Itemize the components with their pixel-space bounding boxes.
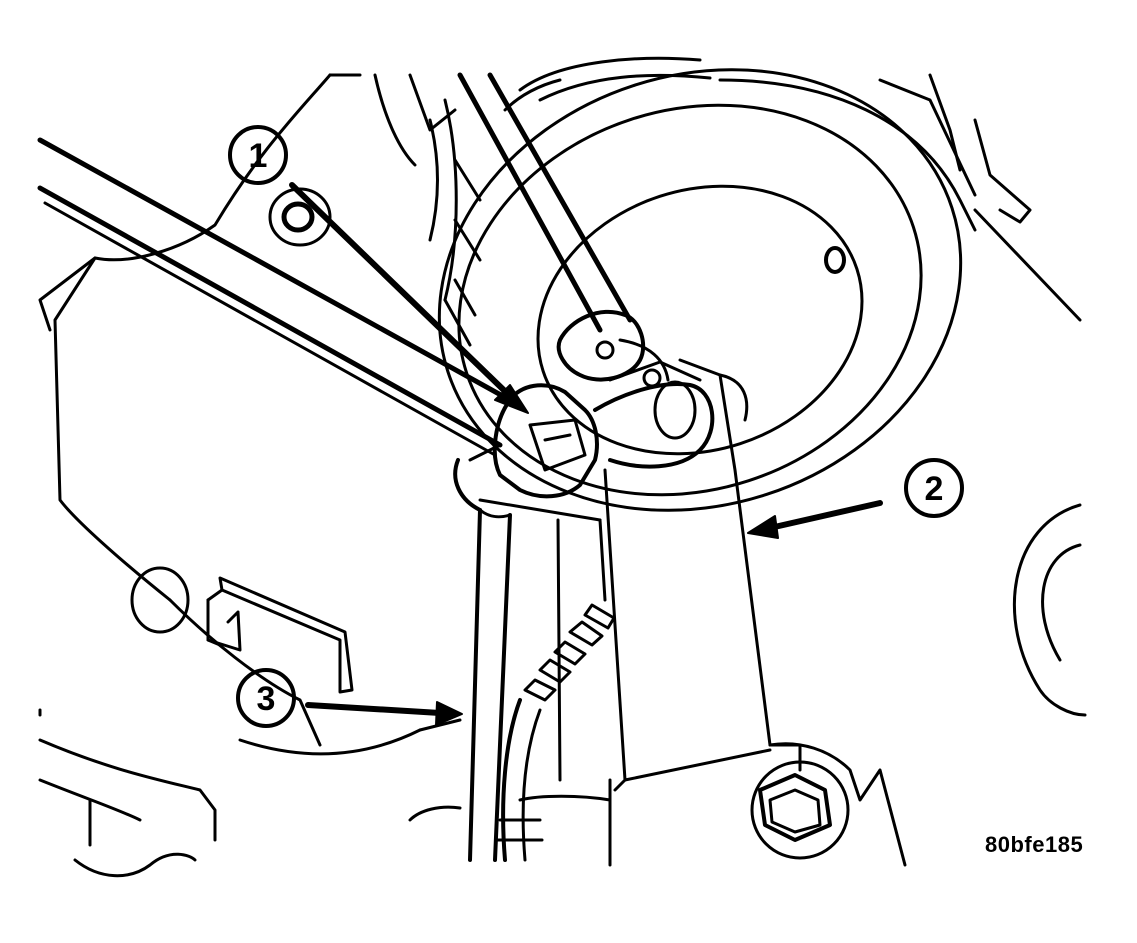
callout-1-number: 1	[249, 137, 268, 175]
callout-2-number: 2	[925, 470, 944, 508]
callout-3-number: 3	[257, 680, 276, 718]
leader-arrows	[289, 182, 883, 726]
sensor-assembly	[492, 360, 715, 499]
arrow-1-icon	[289, 182, 529, 414]
engine-housing	[38, 73, 612, 878]
crankshaft-pulley	[428, 56, 1087, 717]
callout-3: 3	[236, 668, 296, 728]
callout-1: 1	[228, 125, 288, 185]
figure-id-label: 80bfe185	[985, 832, 1084, 857]
arrow-3-icon	[305, 701, 463, 726]
wiring-harness	[453, 458, 616, 862]
arrow-2-icon	[747, 500, 883, 539]
callout-2: 2	[904, 458, 964, 518]
sensor-bracket	[603, 358, 907, 867]
socket-wrench	[457, 72, 670, 388]
